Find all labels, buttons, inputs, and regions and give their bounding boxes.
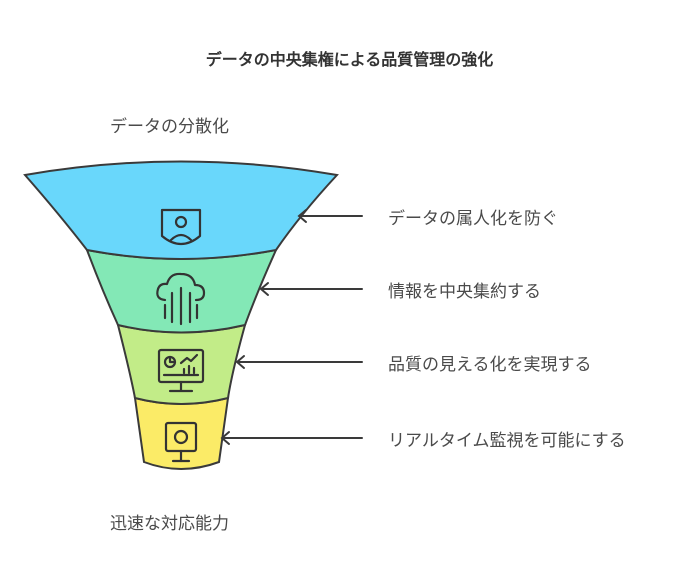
stage-3-label: 品質の見える化を実現する — [388, 355, 592, 375]
cloud-network-icon — [156, 272, 206, 326]
stage-2-arrow — [259, 282, 363, 296]
stage-4-arrow — [220, 431, 363, 445]
stage-2-label: 情報を中央集約する — [388, 282, 541, 302]
stage-3-arrow — [235, 355, 363, 369]
stage-1-label: データの属人化を防ぐ — [388, 209, 558, 229]
diagram-title: データの中央集権による品質管理の強化 — [205, 50, 494, 69]
dashboard-monitor-icon — [157, 348, 205, 393]
funnel-bottom-label: 迅速な対応能力 — [110, 514, 229, 534]
camera-monitor-icon — [164, 421, 198, 463]
stage-1-arrow — [297, 209, 363, 223]
funnel-stage-3 — [116, 323, 247, 405]
stage-4-label: リアルタイム監視を可能にする — [388, 431, 626, 451]
funnel-top-label: データの分散化 — [110, 117, 229, 137]
user-shield-icon — [160, 208, 202, 246]
